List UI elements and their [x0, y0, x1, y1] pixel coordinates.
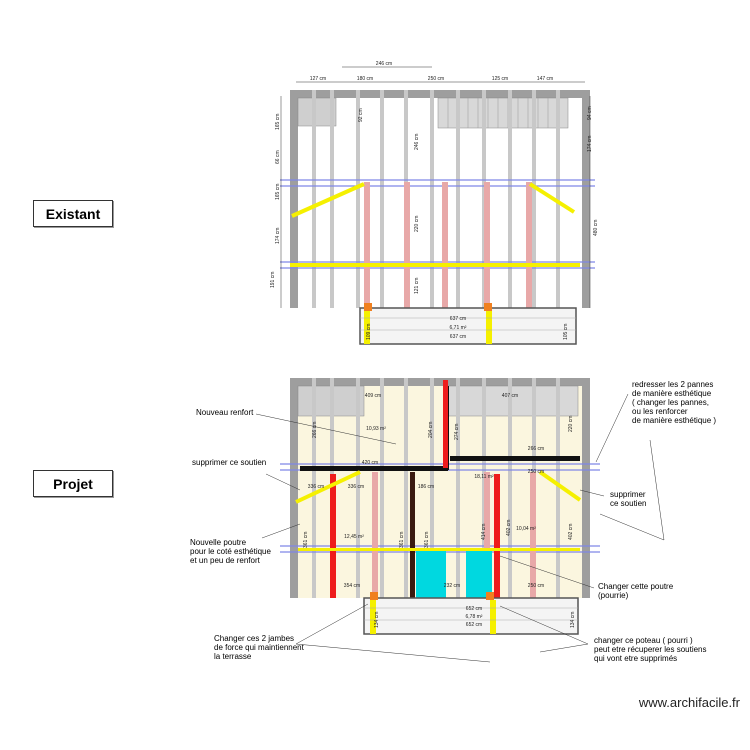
p-dim-407: 407 cm [502, 393, 518, 399]
p-v402b: 402 cm [568, 524, 574, 540]
note-supprimer-soutien: supprimer ce soutien [192, 458, 267, 467]
dim-left-3: 165 cm [275, 184, 281, 200]
note-changer-poutre: Changer cette poutre (pourrie) [598, 582, 674, 600]
p-dim-409: 409 cm [365, 393, 381, 399]
note-changer-jambes: Changer ces 2 jambes de force qui mainti… [214, 634, 304, 661]
existant-label: Existant [33, 200, 113, 227]
dim-right-2: 174 cm [587, 136, 593, 152]
dim-top-1: 127 cm [310, 76, 326, 82]
p-area-1245: 12,45 m² [344, 534, 364, 540]
p-area-1093: 10,93 m² [366, 426, 386, 432]
note-nouveau-renfort: Nouveau renfort [196, 408, 254, 417]
p-area-1004: 10,04 m² [516, 526, 536, 532]
dim-left-4: 174 cm [275, 228, 281, 244]
dim-inner-3: 220 cm [414, 216, 420, 232]
watermark: www.archifacile.fr [638, 695, 740, 710]
p-v361: 361 cm [303, 532, 309, 548]
p-dim-186: 186 cm [418, 484, 434, 490]
dim-top-6: 147 cm [537, 76, 553, 82]
dim-right-3: 480 cm [593, 220, 599, 236]
p-dim-652b: 652 cm [466, 622, 482, 628]
dim-terrace-area: 6,71 m² [450, 325, 467, 331]
p-dim-336b: 336 cm [348, 484, 364, 490]
p-v134: 134 cm [374, 612, 380, 628]
existant-plan [280, 66, 595, 345]
p-v266: 266 cm [312, 422, 318, 438]
p-dim-250b: 250 cm [528, 583, 544, 589]
p-dim-354: 354 cm [344, 583, 360, 589]
dim-top-4: 250 cm [428, 76, 444, 82]
dim-left-5: 191 cm [270, 272, 276, 288]
p-area-678: 6,78 m² [466, 614, 483, 620]
dim-terrace-1: 637 cm [450, 316, 466, 322]
p-dim-336: 336 cm [308, 484, 324, 490]
p-v274: 274 cm [454, 424, 460, 440]
p-v414: 414 cm [481, 524, 487, 540]
p-dim-232: 232 cm [444, 583, 460, 589]
dim-left-1: 165 cm [275, 114, 281, 130]
p-v204: 204 cm [428, 422, 434, 438]
dim-inner-1: 92 cm [358, 108, 364, 122]
note-changer-poteau: changer ce poteau ( pourri ) peut etre r… [594, 636, 707, 663]
projet-plan [255, 378, 665, 663]
dim-terrace-side-1: 109 cm [366, 324, 372, 340]
note-supprimer-soutien-2: supprimer ce soutien [610, 490, 647, 508]
note-nouvelle-poutre: Nouvelle poutre pour le coté esthétique … [190, 538, 271, 565]
p-dim-420: 420 cm [362, 460, 378, 466]
note-redresser: redresser les 2 pannes de manière esthét… [632, 380, 717, 425]
dim-top-3: 246 cm [376, 61, 392, 67]
p-dim-250: 250 cm [528, 469, 544, 475]
dim-terrace-2: 637 cm [450, 334, 466, 340]
p-v402: 402 cm [506, 520, 512, 536]
p-v220: 220 cm [568, 416, 574, 432]
p-v361b: 361 cm [399, 532, 405, 548]
dim-inner-2: 246 cm [414, 134, 420, 150]
dim-right-1: 94 cm [587, 106, 593, 120]
p-area-1811: 18,11 m² [474, 474, 494, 480]
p-v361c: 361 cm [424, 532, 430, 548]
dim-inner-4: 121 cm [414, 278, 420, 294]
projet-label: Projet [33, 470, 113, 497]
dim-top-5: 125 cm [492, 76, 508, 82]
dim-top-2: 180 cm [357, 76, 373, 82]
p-dim-652: 652 cm [466, 606, 482, 612]
dim-left-2: 66 cm [275, 150, 281, 164]
p-dim-266: 266 cm [528, 446, 544, 452]
p-v134b: 134 cm [570, 612, 576, 628]
dim-terrace-side-2: 105 cm [563, 324, 569, 340]
